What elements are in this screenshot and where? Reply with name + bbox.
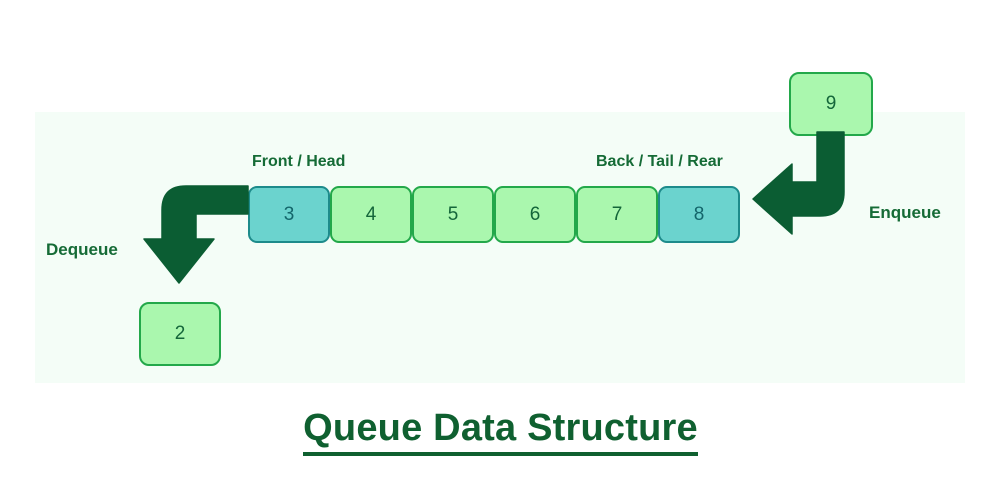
dequeue-value-box[interactable]: 2: [139, 302, 221, 366]
queue-cell[interactable]: 5: [412, 186, 494, 243]
front-head-label: Front / Head: [252, 153, 346, 170]
back-tail-rear-label: Back / Tail / Rear: [596, 153, 723, 170]
dequeue-label: Dequeue: [46, 240, 118, 259]
page-title: Queue Data Structure: [0, 407, 1001, 456]
queue-cell[interactable]: 8: [658, 186, 740, 243]
queue-cell[interactable]: 3: [248, 186, 330, 243]
queue-row: 3 4 5 6 7 8: [248, 186, 740, 243]
queue-cell[interactable]: 4: [330, 186, 412, 243]
queue-cell[interactable]: 6: [494, 186, 576, 243]
queue-cell[interactable]: 7: [576, 186, 658, 243]
page-title-text: Queue Data Structure: [303, 407, 698, 456]
enqueue-value-box[interactable]: 9: [789, 72, 873, 136]
elbow-arrow-down-left-icon: [752, 131, 845, 235]
elbow-arrow-left-down-icon: [143, 185, 249, 284]
enqueue-label: Enqueue: [869, 203, 941, 222]
